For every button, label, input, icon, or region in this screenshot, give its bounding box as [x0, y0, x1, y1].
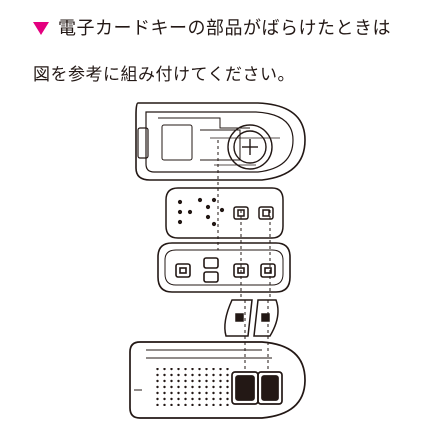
heading-text: 電子カードキーの部品がばらけたときは	[58, 18, 391, 39]
card-key-back-case-icon	[135, 102, 306, 181]
key-button-cap-icon	[224, 299, 279, 337]
battery-icon	[227, 124, 273, 170]
triangle-marker-icon	[33, 21, 49, 35]
alignment-guide-lines	[217, 140, 271, 370]
button-rubber-sheet-icon	[157, 242, 291, 293]
circuit-board-icon	[165, 187, 284, 239]
card-key-front-case-icon	[129, 341, 306, 419]
instruction-text: 図を参考に組み付けてください。	[33, 65, 295, 85]
section-heading: 電子カードキーの部品がばらけたときは	[33, 14, 391, 40]
